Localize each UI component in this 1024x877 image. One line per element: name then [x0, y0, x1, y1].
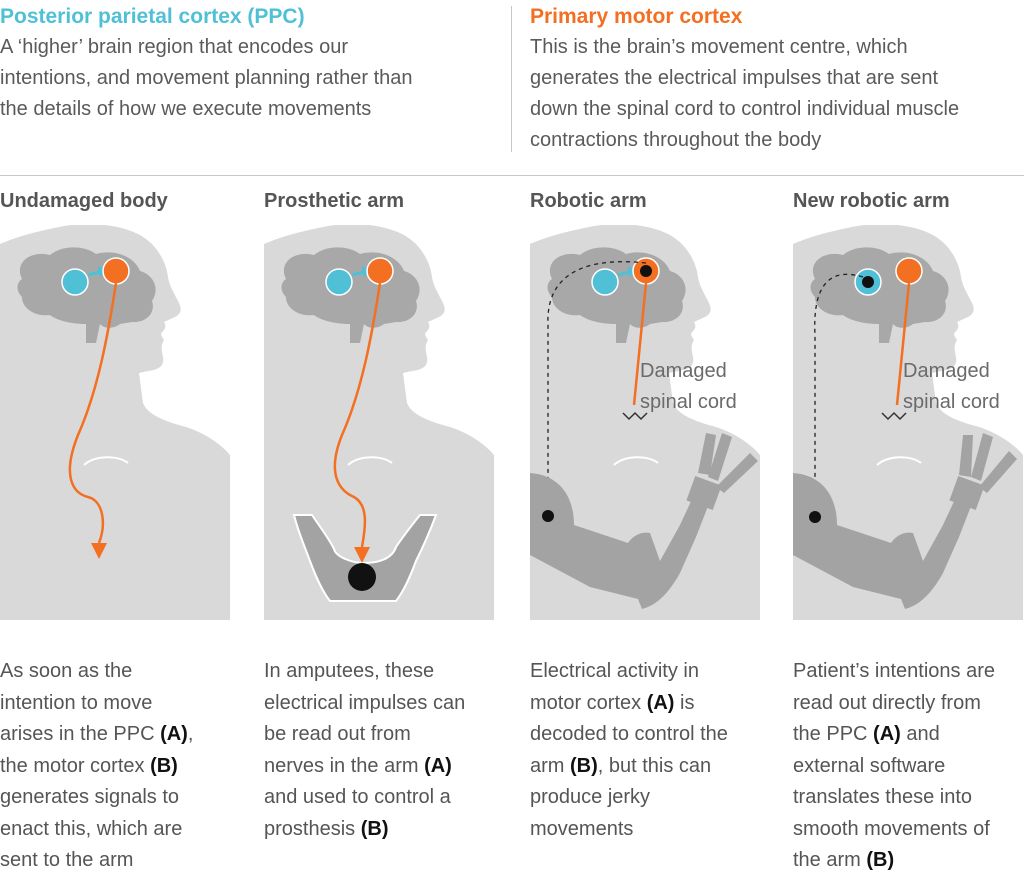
damaged-spinal-cord-label: Damaged	[903, 360, 990, 382]
motor-legend-description: This is the brain’s movement centre, whi…	[530, 32, 1024, 156]
section-divider	[0, 175, 1024, 176]
caption-line: be read out from	[264, 723, 411, 745]
robotic-wrist	[686, 475, 722, 511]
caption-prosthetic: In amputees, these electrical impulses c…	[264, 656, 509, 845]
legend-ppc: Posterior parietal cortex (PPC) A ‘highe…	[0, 0, 500, 125]
nerve-readout-point-a	[348, 563, 376, 591]
robotic-finger	[708, 433, 732, 481]
motor-legend-line: down the spinal cord to control individu…	[530, 98, 960, 120]
caption-line: electrical impulses can	[264, 691, 466, 714]
robotic-finger	[979, 451, 1017, 493]
clavicle-line	[83, 456, 129, 466]
robotic-finger	[959, 435, 973, 477]
robotic-arm-receiver-b	[809, 511, 821, 523]
robotic-upper-arm	[530, 473, 660, 599]
caption-line: nerves in the arm (A)	[264, 754, 452, 777]
motor-cortex-electrode-a	[640, 265, 652, 277]
motor-cortex-node	[366, 257, 394, 285]
legend-divider	[511, 6, 512, 152]
panel-title-undamaged: Undamaged body	[0, 190, 168, 212]
caption-line: As soon as the	[0, 660, 133, 682]
motor-legend-line: contractions throughout the body	[530, 129, 822, 151]
motor-legend-line: This is the brain’s movement centre, whi…	[530, 36, 908, 58]
motor-cortex-node-b	[102, 257, 130, 285]
nerve-signal-path	[333, 282, 382, 548]
ppc-to-motor-arrow	[617, 270, 631, 277]
robotic-finger	[716, 453, 758, 493]
ppc-electrode-a	[862, 276, 874, 288]
motor-legend-title: Primary motor cortex	[530, 5, 743, 28]
caption-undamaged: As soon as the intention to move arises …	[0, 656, 240, 877]
ppc-to-motor-arrow	[87, 270, 101, 277]
caption-line: external software	[793, 754, 946, 777]
clavicle-line	[876, 456, 922, 466]
decoder-wire	[547, 261, 647, 516]
caption-line: produce jerky	[530, 786, 651, 808]
caption-line: prosthesis (B)	[264, 817, 389, 840]
robotic-wrist	[949, 475, 985, 511]
caption-line: Electrical activity in	[530, 660, 699, 682]
panel-title-prosthetic: Prosthetic arm	[264, 190, 405, 212]
ppc-legend-line: intentions, and movement planning rather…	[0, 67, 413, 89]
caption-line: In amputees, these	[264, 660, 435, 682]
caption-line: enact this, which are	[0, 817, 183, 840]
ppc-legend-line: the details of how we execute movements	[0, 98, 372, 120]
caption-line: the arm (B)	[793, 849, 895, 871]
ppc-node-a	[61, 268, 89, 296]
caption-line: Patient’s intentions are	[793, 660, 995, 682]
panel-title-robotic: Robotic arm	[530, 190, 647, 212]
clavicle-line	[613, 456, 659, 466]
caption-line: motor cortex (A) is	[530, 691, 695, 714]
undamaged-body-diagram	[0, 225, 230, 620]
ppc-to-motor-arrow	[351, 270, 365, 277]
ppc-node	[325, 268, 353, 296]
caption-line: and used to control a	[264, 786, 451, 808]
motor-legend-line: generates the electrical impulses that a…	[530, 67, 938, 89]
nerve-signal-path	[68, 282, 118, 544]
clavicle-line	[347, 456, 393, 466]
damaged-spinal-cord-label: spinal cord	[903, 391, 1000, 413]
caption-line: movements	[530, 817, 634, 840]
caption-line: arises in the PPC (A),	[0, 723, 194, 745]
legend-motor-cortex: Primary motor cortex This is the brain’s…	[530, 0, 1024, 156]
signal-arrow-head-icon	[91, 543, 107, 559]
damaged-signal-path	[632, 282, 648, 406]
robotic-finger	[971, 433, 993, 481]
caption-robotic: Electrical activity in motor cortex (A) …	[530, 656, 775, 845]
caption-line: read out directly from	[793, 691, 981, 714]
ppc-legend-description: A ‘higher’ brain region that encodes our…	[0, 32, 500, 125]
prosthesis-socket	[292, 514, 438, 602]
caption-line: generates signals to	[0, 786, 180, 808]
robotic-arm-receiver-b	[542, 510, 554, 522]
spinal-break-icon	[622, 411, 648, 421]
damaged-spinal-cord-label: spinal cord	[640, 391, 737, 413]
caption-line: the PPC (A) and	[793, 723, 940, 745]
decoder-wire	[814, 273, 864, 517]
caption-line: arm (B), but this can	[530, 754, 712, 777]
caption-line: the motor cortex (B)	[0, 754, 178, 777]
robotic-forearm	[901, 495, 973, 609]
robotic-arm-diagram: Damaged spinal cord	[530, 225, 760, 620]
prosthetic-arm-diagram	[264, 225, 494, 620]
caption-line: sent to the arm	[0, 849, 134, 871]
robotic-forearm	[638, 495, 710, 609]
caption-line: translates these into	[793, 786, 972, 808]
panel-title-new-robotic: New robotic arm	[793, 190, 950, 212]
spinal-break-icon	[881, 411, 907, 421]
caption-line: decoded to control the	[530, 723, 728, 745]
ppc-legend-title: Posterior parietal cortex (PPC)	[0, 5, 305, 28]
caption-line: smooth movements of	[793, 817, 990, 840]
ppc-legend-line: A ‘higher’ brain region that encodes our	[0, 36, 349, 58]
damaged-spinal-cord-label: Damaged	[640, 360, 727, 382]
robotic-upper-arm	[793, 473, 923, 599]
robotic-finger	[698, 433, 716, 475]
motor-cortex-node	[895, 257, 923, 285]
ppc-node	[591, 268, 619, 296]
caption-line: intention to move	[0, 691, 153, 714]
new-robotic-arm-diagram: Damaged spinal cord	[793, 225, 1023, 620]
caption-new-robotic: Patient’s intentions are read out direct…	[793, 656, 1024, 877]
signal-arrow-head-icon	[354, 547, 370, 563]
damaged-signal-path	[895, 282, 911, 406]
